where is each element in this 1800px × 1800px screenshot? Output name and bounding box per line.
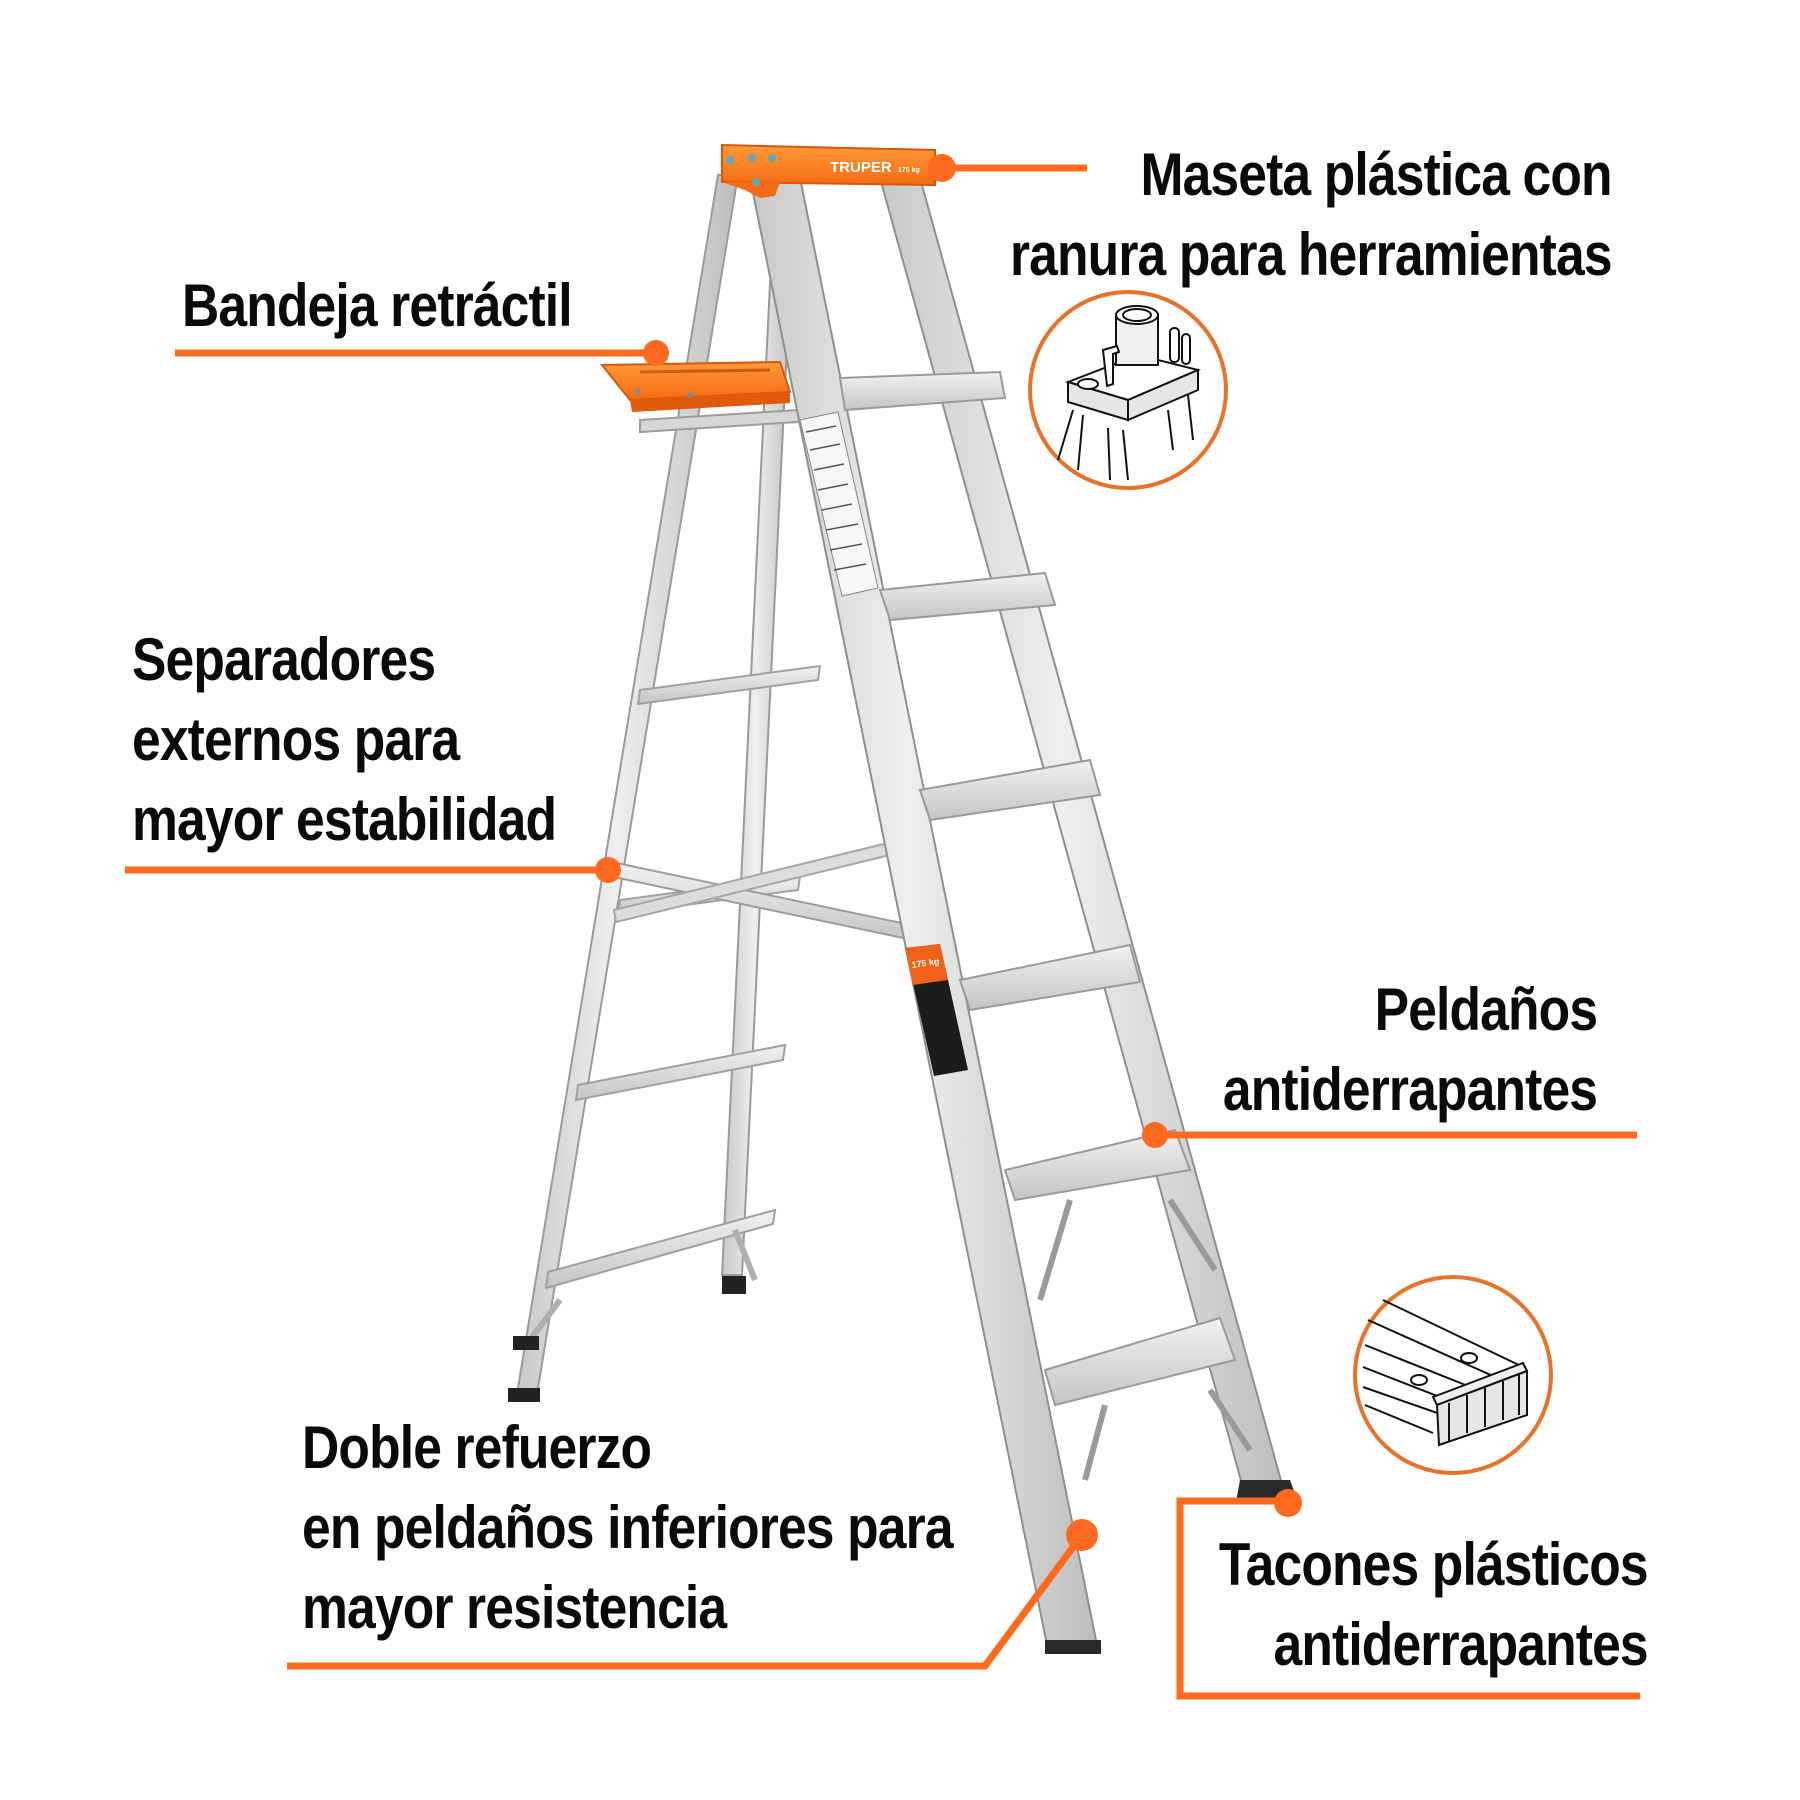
front-steps (838, 370, 1298, 1654)
capacity-text: 175 kg (911, 956, 940, 970)
tool-tray-top-icon (1028, 290, 1228, 490)
callout-dot-separadores (595, 857, 621, 883)
callout-dot-tacones (1274, 1489, 1302, 1517)
callout-dot-maseta (928, 154, 956, 182)
callout-dots (595, 154, 1302, 1551)
safety-label (799, 411, 879, 597)
callout-dot-doble (1066, 1519, 1098, 1551)
callout-line-doble (287, 1532, 1085, 1670)
rear-legs (508, 174, 822, 1402)
callout-lines (125, 164, 1640, 1700)
anti-slip-foot-icon (1353, 1275, 1553, 1475)
callout-label-separadores: Separadores externos para mayor estabili… (132, 626, 557, 853)
callout-label-doble: Doble refuerzo en peldaños inferiores pa… (302, 1414, 954, 1641)
callout-label-bandeja: Bandeja retráctil (182, 272, 573, 339)
cap-capacity-text: 175 kg (898, 167, 920, 174)
retractable-tray (599, 360, 792, 412)
callout-line-tacones (1176, 1497, 1640, 1700)
callout-dot-peldanos (1142, 1122, 1168, 1148)
callout-label-peldanos: Peldaños antiderrapantes (1222, 976, 1598, 1123)
top-cap: TRUPER 175 kg (721, 143, 936, 198)
callout-dot-bandeja (643, 340, 669, 366)
callout-label-maseta: Maseta plástica con ranura para herramie… (1010, 141, 1613, 288)
capacity-sticker: 175 kg (905, 944, 968, 1076)
callout-label-tacones: Tacones plásticos antiderrapantes (1219, 1531, 1649, 1678)
brand-logo: TRUPER (830, 159, 892, 176)
